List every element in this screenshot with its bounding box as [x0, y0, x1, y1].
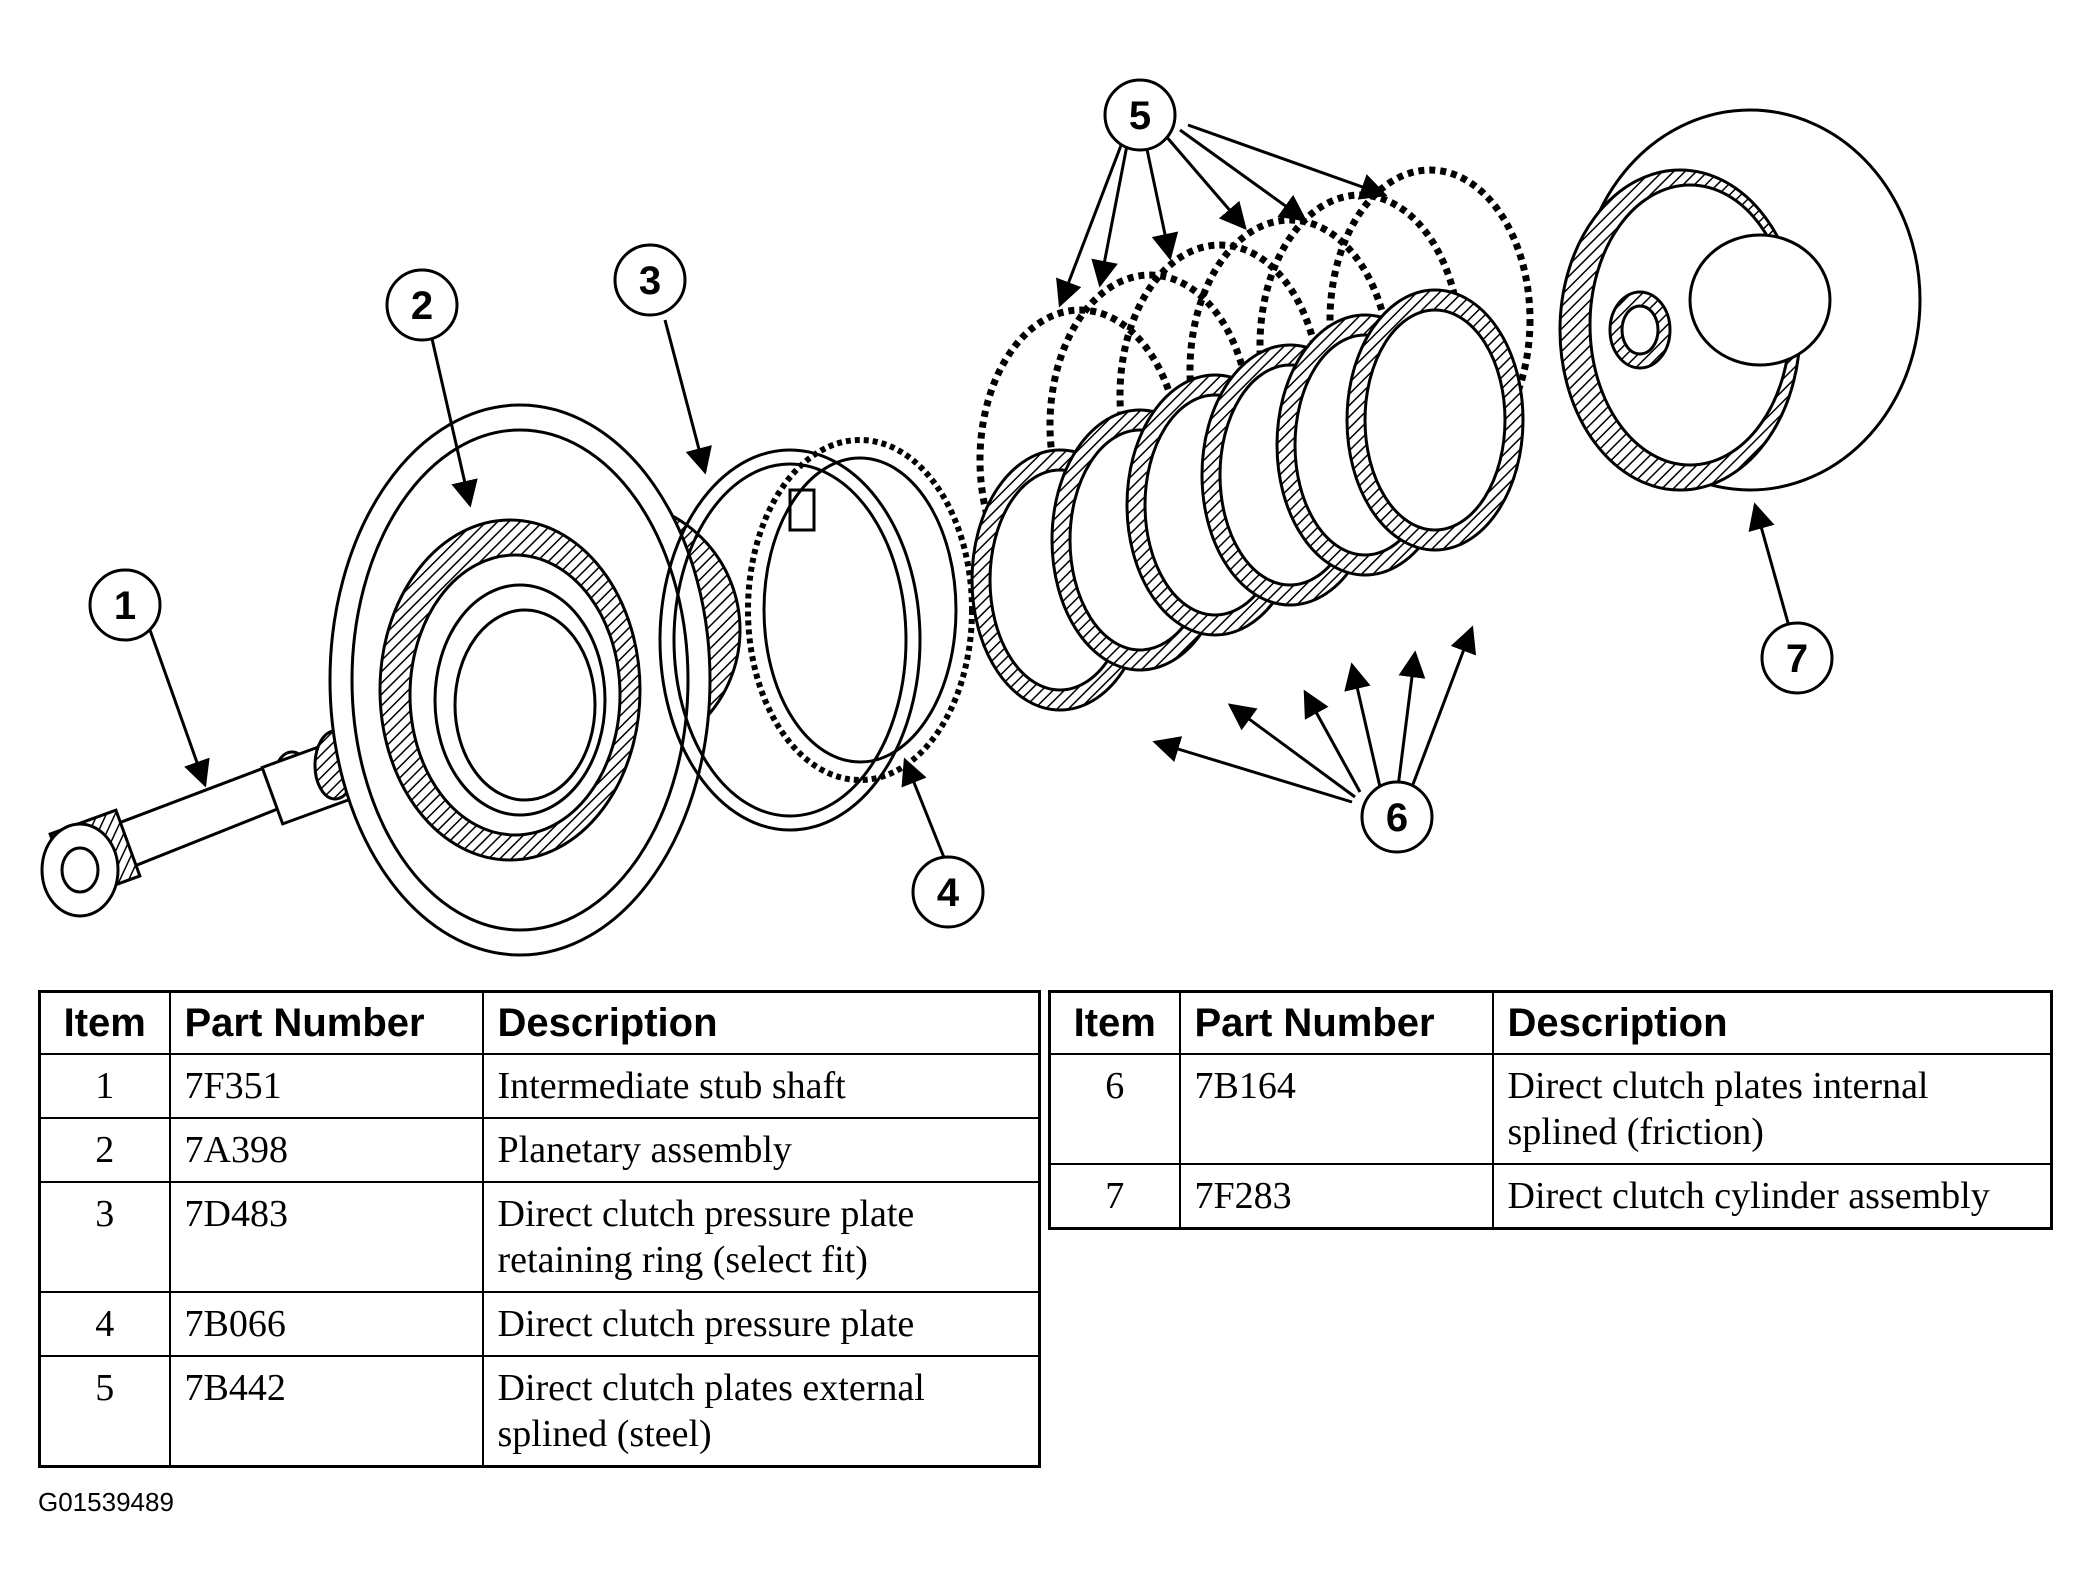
svg-text:5: 5: [1129, 94, 1151, 138]
callout-5: 5: [1103, 78, 1177, 152]
cell-description: Intermediate stub shaft: [481, 1053, 1041, 1119]
cell-item: 2: [38, 1117, 171, 1183]
svg-text:1: 1: [114, 584, 136, 628]
retaining-ring-part: [658, 448, 922, 832]
cell-part-number: 7F351: [168, 1053, 484, 1119]
table-row: 4 7B066 Direct clutch pressure plate: [38, 1291, 1041, 1357]
cell-item: 4: [38, 1291, 171, 1357]
cell-part-number: 7B164: [1178, 1053, 1494, 1165]
table-header-row: Item Part Number Description: [38, 990, 1041, 1055]
table-header-row: Item Part Number Description: [1048, 990, 2053, 1055]
planetary-assembly-part: [328, 403, 742, 957]
header-item: Item: [1048, 990, 1181, 1055]
cell-description: Planetary assembly: [481, 1117, 1041, 1183]
figure-code: G01539489: [38, 1487, 174, 1517]
clutch-cylinder-part: [1558, 108, 1922, 492]
table-row: 1 7F351 Intermediate stub shaft: [38, 1053, 1041, 1119]
cell-item: 1: [38, 1053, 171, 1119]
parts-table-right: Item Part Number Description 6 7B164 Dir…: [1048, 990, 2053, 1230]
cell-description: Direct clutch pressure plate retaining r…: [481, 1181, 1041, 1293]
cell-part-number: 7D483: [168, 1181, 484, 1293]
cell-item: 6: [1048, 1053, 1181, 1165]
cell-description: Direct clutch cylinder assembly: [1491, 1163, 2053, 1230]
callout-7: 7: [1760, 621, 1834, 695]
callout-2: 2: [385, 268, 459, 342]
cell-item: 5: [38, 1355, 171, 1468]
callout-1: 1: [88, 568, 162, 642]
exploded-view-diagram: 1 2 3 4 5 6 7: [40, 78, 1922, 957]
header-item: Item: [38, 990, 171, 1055]
svg-text:6: 6: [1386, 796, 1408, 840]
cell-part-number: 7B442: [168, 1355, 484, 1468]
cell-part-number: 7B066: [168, 1291, 484, 1357]
cell-description: Direct clutch plates internal splined (f…: [1491, 1053, 2053, 1165]
header-description: Description: [481, 990, 1041, 1055]
svg-text:7: 7: [1786, 637, 1808, 681]
table-row: 6 7B164 Direct clutch plates internal sp…: [1048, 1053, 2053, 1165]
table-row: 2 7A398 Planetary assembly: [38, 1117, 1041, 1183]
svg-text:3: 3: [639, 259, 661, 303]
table-row: 7 7F283 Direct clutch cylinder assembly: [1048, 1163, 2053, 1230]
callout-3: 3: [613, 243, 687, 317]
header-description: Description: [1491, 990, 2053, 1055]
table-row: 5 7B442 Direct clutch plates external sp…: [38, 1355, 1041, 1468]
pressure-plate-part: [745, 437, 975, 783]
header-part-number: Part Number: [168, 990, 484, 1055]
cell-part-number: 7F283: [1178, 1163, 1494, 1230]
svg-text:2: 2: [411, 284, 433, 328]
svg-text:4: 4: [937, 871, 960, 915]
clutch-plate-pack: [970, 166, 1534, 712]
cell-item: 3: [38, 1181, 171, 1293]
cell-item: 7: [1048, 1163, 1181, 1230]
header-part-number: Part Number: [1178, 990, 1494, 1055]
callout-4: 4: [911, 855, 985, 929]
stub-shaft-part: [40, 729, 360, 918]
callout-6: 6: [1360, 780, 1434, 854]
parts-table-left: Item Part Number Description 1 7F351 Int…: [38, 990, 1041, 1468]
table-row: 3 7D483 Direct clutch pressure plate ret…: [38, 1181, 1041, 1293]
cell-description: Direct clutch pressure plate: [481, 1291, 1041, 1357]
cell-description: Direct clutch plates external splined (s…: [481, 1355, 1041, 1468]
cell-part-number: 7A398: [168, 1117, 484, 1183]
leader-lines: [148, 123, 1792, 861]
